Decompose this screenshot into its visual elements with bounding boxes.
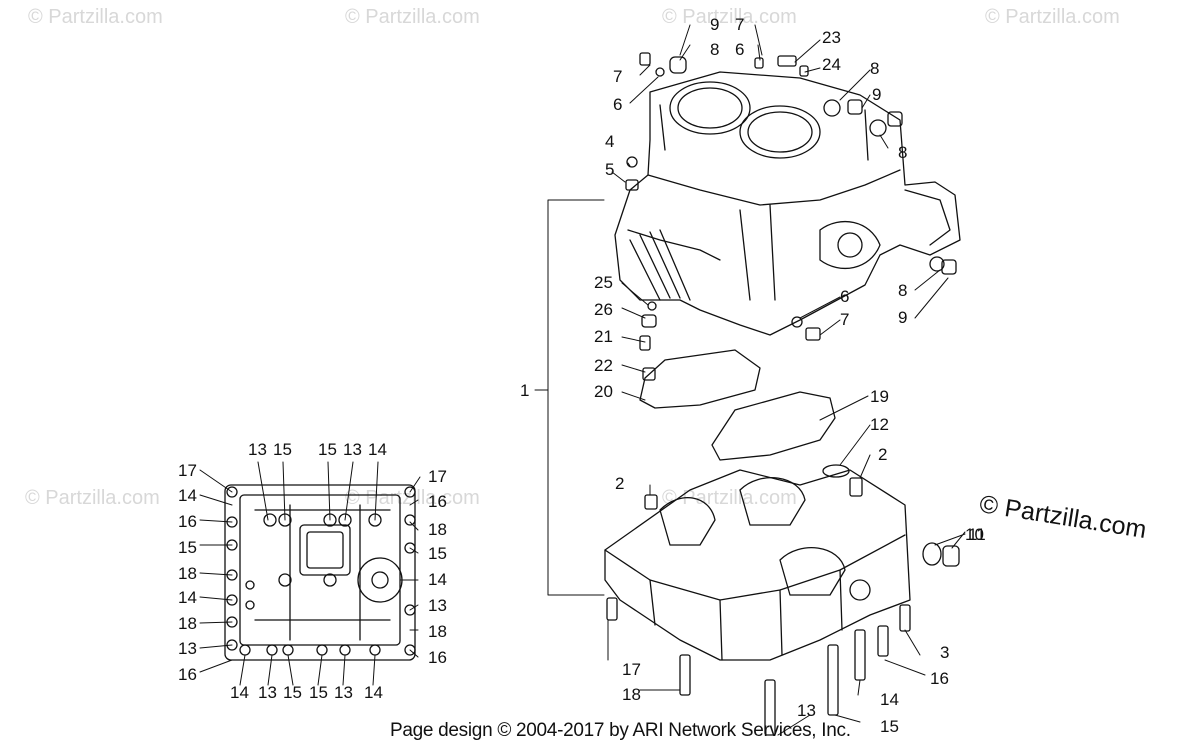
callout-1: 1 [520, 381, 529, 400]
callout-9: 9 [872, 85, 881, 104]
callout-15: 15 [880, 717, 899, 736]
callout-8: 8 [898, 143, 907, 162]
callout-18: 18 [622, 685, 641, 704]
callout-11: 11 [968, 525, 986, 544]
callout-26: 26 [594, 300, 613, 319]
callout-14: 14 [428, 570, 447, 589]
callout-13: 13 [428, 596, 447, 615]
callout-14: 14 [178, 486, 197, 505]
callout-14: 14 [230, 683, 249, 702]
callout-20: 20 [594, 382, 613, 401]
callout-15: 15 [318, 440, 337, 459]
callout-2: 2 [878, 445, 887, 464]
callout-25: 25 [594, 273, 613, 292]
callout-14: 14 [368, 440, 387, 459]
callout-7: 7 [613, 67, 622, 86]
callout-23: 23 [822, 28, 841, 47]
callout-15: 15 [273, 440, 292, 459]
callout-19: 19 [870, 387, 889, 406]
callout-3: 3 [940, 643, 949, 662]
callout-24: 24 [822, 55, 841, 74]
callout-8: 8 [898, 281, 907, 300]
callout-13: 13 [334, 683, 353, 702]
callout-16: 16 [428, 492, 447, 511]
watermark: © Partzilla.com [662, 487, 797, 509]
callout-18: 18 [428, 520, 447, 539]
crankcase-bottom-view [224, 484, 416, 661]
callout-14: 14 [880, 690, 899, 709]
callout-14: 14 [364, 683, 383, 702]
callout-17: 17 [178, 461, 197, 480]
callout-9: 9 [898, 308, 907, 327]
watermark: © Partzilla.com [345, 6, 480, 28]
callout-6: 6 [735, 40, 744, 59]
callout-6: 6 [613, 95, 622, 114]
callout-2: 2 [615, 474, 624, 493]
oil-baffle-plate-20 [639, 349, 761, 409]
callout-12: 12 [870, 415, 889, 434]
upper-crankcase [614, 71, 961, 336]
watermark: © Partzilla.com [662, 6, 797, 28]
callout-labels: 1 2 2 3 4 5 6 6 6 7 7 7 8 8 8 8 9 9 9 10… [178, 15, 986, 736]
callout-13: 13 [343, 440, 362, 459]
callout-15: 15 [283, 683, 302, 702]
callout-10: 10 [965, 525, 984, 544]
oil-baffle-plate-19 [711, 391, 836, 461]
callout-22: 22 [594, 356, 613, 375]
watermark: © Partzilla.com [25, 487, 160, 509]
callout-9: 9 [710, 15, 719, 34]
callout-21: 21 [594, 327, 613, 346]
callout-7: 7 [735, 15, 744, 34]
callout-13: 13 [258, 683, 277, 702]
callout-18: 18 [178, 614, 197, 633]
callout-14: 14 [178, 588, 197, 607]
callout-8: 8 [710, 40, 719, 59]
callout-18: 18 [178, 564, 197, 583]
callout-15: 15 [178, 538, 197, 557]
callout-7: 7 [840, 310, 849, 329]
callout-16: 16 [428, 648, 447, 667]
callout-4: 4 [605, 132, 614, 151]
callout-13: 13 [797, 701, 816, 720]
watermark: © Partzilla.com [345, 487, 480, 509]
lower-crankcase [604, 469, 911, 661]
leader-lines [199, 24, 966, 736]
callout-6: 6 [840, 287, 849, 306]
watermark: © Partzilla.com [28, 6, 163, 28]
callout-13: 13 [178, 639, 197, 658]
callout-13: 13 [248, 440, 267, 459]
callout-15: 15 [428, 544, 447, 563]
callout-16: 16 [930, 669, 949, 688]
page-footer: Page design © 2004-2017 by ARI Network S… [390, 720, 851, 741]
callout-18: 18 [428, 622, 447, 641]
callout-16: 16 [178, 512, 197, 531]
callout-17: 17 [622, 660, 641, 679]
hardware-parts [606, 52, 960, 736]
callout-16: 16 [178, 665, 197, 684]
callout-15: 15 [309, 683, 328, 702]
callout-5: 5 [605, 160, 614, 179]
callout-17: 17 [428, 467, 447, 486]
watermark: © Partzilla.com [985, 6, 1120, 28]
callout-8: 8 [870, 59, 879, 78]
